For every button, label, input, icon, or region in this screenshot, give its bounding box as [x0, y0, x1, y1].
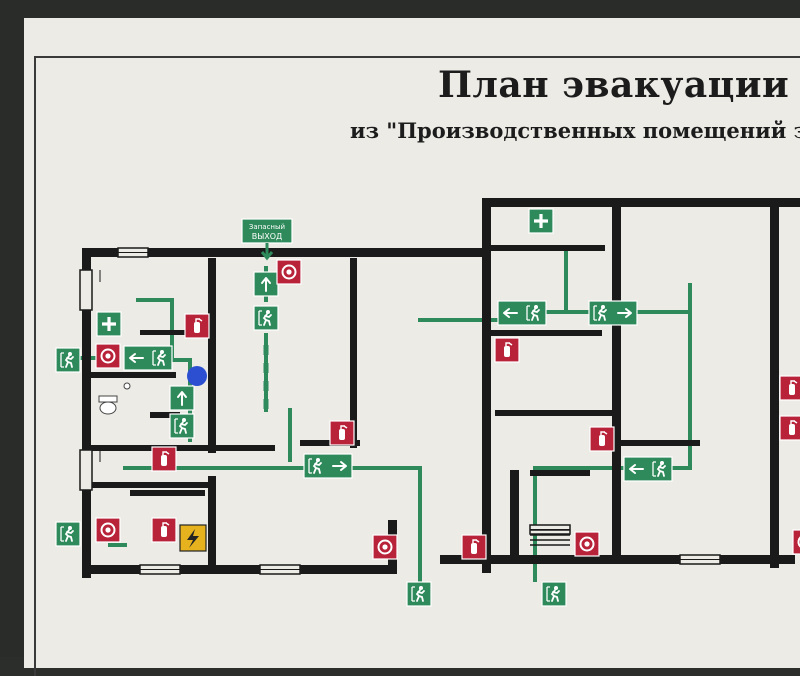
wall: [150, 412, 180, 418]
window: [79, 449, 101, 491]
fire-extinguisher-icon: [589, 426, 615, 452]
exit-sign-line1: Запасный: [249, 223, 285, 231]
you-are-here-icon: [187, 366, 207, 386]
wall: [440, 555, 795, 564]
border-line-top: [34, 56, 800, 58]
wall: [215, 445, 275, 451]
fire-extinguisher-icon: [779, 415, 800, 441]
direction-arrow-icon: [253, 271, 279, 297]
wall: [82, 248, 91, 578]
fire-extinguisher-icon: [184, 313, 210, 339]
wall: [350, 258, 357, 448]
exit-sign-arrow: [260, 243, 274, 261]
fire-alarm-button-icon: [95, 517, 121, 543]
fire-alarm-button-icon: [95, 343, 121, 369]
fire-alarm-button-icon: [792, 529, 800, 555]
windows: [79, 247, 721, 575]
wall: [208, 476, 216, 566]
exit-running-man-icon: [253, 305, 279, 331]
window: [679, 554, 721, 565]
fire-extinguisher-icon: [494, 337, 520, 363]
wall: [482, 198, 800, 207]
wall: [482, 198, 491, 573]
exit-running-man-icon: [541, 581, 567, 607]
fire-extinguisher-icon: [329, 420, 355, 446]
window: [117, 247, 149, 258]
page-subtitle: из "Производственных помещений зда: [350, 118, 800, 143]
exit-running-man-icon: [169, 413, 195, 439]
exit-running-man-icon: [55, 521, 81, 547]
high-voltage-icon: [179, 524, 207, 552]
wall: [510, 470, 519, 555]
wall: [82, 248, 482, 257]
window: [259, 564, 301, 575]
window: [139, 564, 181, 575]
fire-alarm-button-icon: [372, 534, 398, 560]
exit-direction-sign: [623, 456, 673, 482]
exit-sign-line2: ВЫХОД: [252, 232, 283, 241]
wall: [770, 198, 779, 568]
exit-direction-sign: [123, 345, 173, 371]
wall: [482, 330, 602, 336]
wall: [208, 258, 216, 453]
wall: [140, 330, 200, 335]
wall: [82, 565, 397, 574]
fire-extinguisher-icon: [779, 375, 800, 401]
exit-direction-sign: [303, 453, 353, 479]
page-title: План эвакуации: [438, 64, 790, 106]
stairs: [530, 529, 570, 546]
route-line: [123, 466, 422, 582]
wall: [91, 482, 216, 488]
exit-direction-sign: [588, 300, 638, 326]
exit-running-man-icon: [55, 347, 81, 373]
wall: [530, 470, 590, 476]
window: [79, 269, 101, 311]
wall: [612, 198, 621, 563]
wall: [130, 490, 205, 496]
fire-extinguisher-icon: [151, 446, 177, 472]
exit-direction-sign: [497, 300, 547, 326]
route-line: [533, 310, 692, 582]
wall: [620, 440, 700, 446]
first-aid-cross-icon: [528, 208, 554, 234]
border-line-left: [34, 56, 36, 676]
fire-alarm-button-icon: [276, 259, 302, 285]
fire-extinguisher-icon: [461, 534, 487, 560]
fire-alarm-button-icon: [574, 531, 600, 557]
exit-running-man-icon: [406, 581, 432, 607]
wall: [490, 245, 605, 251]
toilet-icon: [98, 382, 131, 415]
walls: [82, 198, 800, 578]
wall: [495, 410, 615, 416]
fire-extinguisher-icon: [151, 517, 177, 543]
wall: [91, 372, 176, 378]
first-aid-cross-icon: [96, 311, 122, 337]
direction-arrow-icon: [169, 385, 195, 411]
